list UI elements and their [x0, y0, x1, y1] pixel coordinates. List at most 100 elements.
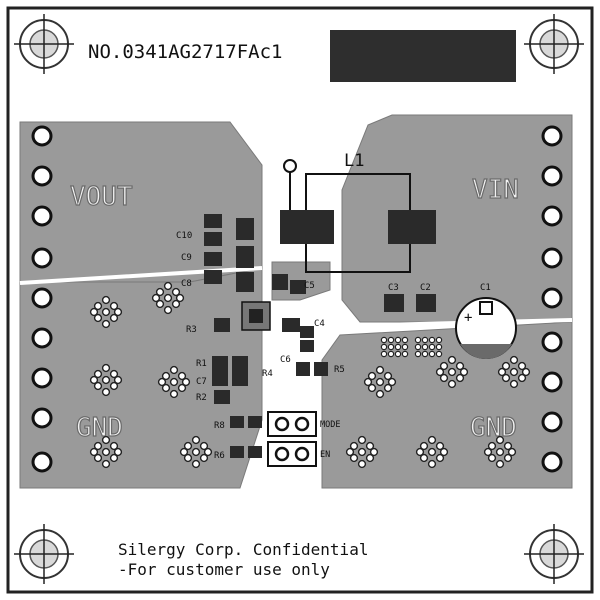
mode-label: MODE	[320, 420, 340, 430]
via	[483, 447, 493, 457]
via	[199, 453, 209, 463]
via	[101, 295, 111, 305]
vout-copper-pour	[19, 121, 263, 283]
c1-polarity-mark: +	[464, 310, 472, 326]
via	[387, 336, 395, 344]
via	[383, 371, 393, 381]
via	[345, 447, 355, 457]
r1-label: R1	[196, 359, 207, 369]
via	[421, 336, 429, 344]
via	[387, 350, 395, 358]
via	[507, 447, 517, 457]
via	[163, 281, 173, 291]
via	[495, 459, 505, 469]
via	[394, 336, 402, 344]
regulator-ic	[241, 301, 271, 331]
via	[357, 459, 367, 469]
via	[455, 361, 465, 371]
component-cluster	[204, 214, 328, 458]
via	[155, 299, 165, 309]
via	[101, 459, 111, 469]
via	[401, 343, 409, 351]
c3-label: C3	[388, 283, 399, 293]
via	[163, 293, 173, 303]
via	[509, 355, 519, 365]
via	[101, 363, 111, 373]
via	[428, 350, 436, 358]
via	[157, 377, 167, 387]
via	[459, 367, 469, 377]
r5-label: R5	[334, 365, 345, 375]
mounting-hole-top-right	[524, 14, 584, 74]
via	[419, 453, 429, 463]
via	[394, 343, 402, 351]
via	[109, 313, 119, 323]
via	[501, 361, 511, 371]
via	[199, 441, 209, 451]
via	[93, 381, 103, 391]
c3-pad	[384, 294, 404, 312]
via	[428, 343, 436, 351]
via	[163, 305, 173, 315]
c1-label: C1	[480, 283, 491, 293]
via	[101, 447, 111, 457]
right-connector-pins	[541, 125, 563, 473]
via	[414, 343, 422, 351]
r8-label: R8	[214, 421, 225, 431]
via	[89, 375, 99, 385]
c10-label: C10	[176, 231, 192, 241]
via	[93, 301, 103, 311]
via	[357, 447, 367, 457]
via	[367, 383, 377, 393]
via	[380, 336, 388, 344]
via	[439, 447, 449, 457]
c2-pad	[416, 294, 436, 312]
via	[365, 441, 375, 451]
via	[495, 435, 505, 445]
via	[169, 389, 179, 399]
via	[161, 383, 171, 393]
via	[109, 381, 119, 391]
via	[181, 377, 191, 387]
via	[414, 336, 422, 344]
via	[387, 343, 395, 351]
customer-use-line: -For customer use only	[118, 560, 330, 579]
via	[365, 453, 375, 463]
via	[367, 371, 377, 381]
gnd-left-label: GND	[76, 413, 123, 443]
via	[427, 447, 437, 457]
via	[109, 301, 119, 311]
via	[113, 447, 123, 457]
via	[93, 313, 103, 323]
via	[93, 369, 103, 379]
via	[109, 453, 119, 463]
via	[517, 373, 527, 383]
c4-label: C4	[314, 319, 325, 329]
via	[521, 367, 531, 377]
via	[101, 375, 111, 385]
vin-copper-pour	[341, 114, 573, 323]
header-mode	[267, 411, 317, 437]
via	[349, 453, 359, 463]
part-number-label: NO.0341AG2717FAc1	[88, 41, 282, 63]
via	[421, 350, 429, 358]
via	[447, 367, 457, 377]
via	[497, 367, 507, 377]
c9-label: C9	[181, 253, 192, 263]
via-arrays	[89, 281, 531, 469]
via	[414, 350, 422, 358]
via	[175, 293, 185, 303]
via	[101, 435, 111, 445]
via	[203, 447, 213, 457]
r3-label: R3	[186, 325, 197, 335]
via	[509, 379, 519, 389]
via	[447, 355, 457, 365]
mounting-hole-bottom-left	[14, 524, 74, 584]
via	[435, 441, 445, 451]
via	[113, 307, 123, 317]
via	[171, 287, 181, 297]
via	[369, 447, 379, 457]
vout-label: VOUT	[70, 182, 133, 212]
via	[387, 377, 397, 387]
